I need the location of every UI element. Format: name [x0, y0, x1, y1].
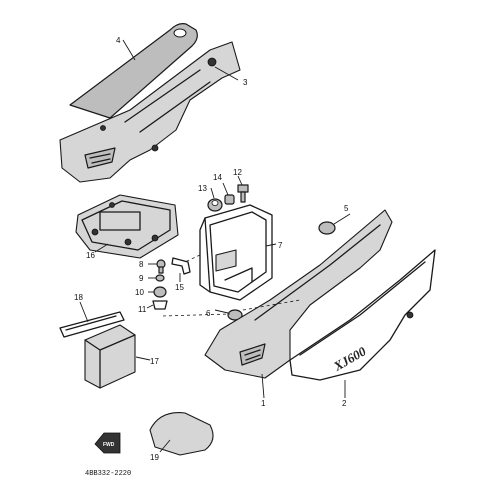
callout-8: 8: [139, 260, 144, 269]
part-6-damper: [227, 309, 243, 321]
part-2-side-cover: [289, 249, 436, 381]
callout-2: 2: [342, 399, 347, 408]
callout-16: 16: [86, 251, 95, 260]
callout-4: 4: [116, 36, 121, 45]
part-11-collar: [152, 300, 168, 310]
callout-10: 10: [135, 288, 144, 297]
part-9-washer: [155, 274, 165, 282]
part-14-collar: [224, 194, 235, 205]
part-7-tray: [199, 204, 273, 301]
callout-3: 3: [243, 78, 248, 87]
part-4-panel: [69, 23, 198, 119]
callout-18: 18: [74, 293, 83, 302]
fwd-arrow-label: FWD: [103, 442, 115, 448]
part-10-grommet: [153, 286, 167, 298]
callout-12: 12: [233, 168, 242, 177]
callout-14: 14: [213, 173, 222, 182]
part-1-side-cover: [204, 209, 393, 379]
part-18-strap: [59, 311, 125, 338]
part-8-screw: [156, 259, 166, 274]
callout-6: 6: [206, 309, 211, 318]
callout-5: 5: [344, 204, 349, 213]
part-16-box: [75, 194, 179, 259]
callout-17: 17: [150, 357, 159, 366]
part-3-upper-cover: [59, 41, 241, 183]
callout-19: 19: [150, 453, 159, 462]
part-13-grommet: [207, 198, 223, 212]
drawing-number: 4BB332-2220: [85, 470, 131, 478]
callout-7: 7: [278, 241, 283, 250]
callout-11: 11: [138, 305, 147, 314]
side-cover-emblem: XJ600: [330, 343, 369, 374]
part-12-bolt: [237, 184, 249, 203]
part-19-pad: [149, 412, 214, 456]
callout-9: 9: [139, 274, 144, 283]
callout-1: 1: [261, 399, 266, 408]
part-17-battery: [84, 324, 136, 389]
callout-15: 15: [175, 283, 184, 292]
part-15-clip: [171, 257, 191, 275]
part-5-damper: [318, 221, 336, 235]
callout-13: 13: [198, 184, 207, 193]
fwd-arrow-icon: [94, 432, 121, 454]
